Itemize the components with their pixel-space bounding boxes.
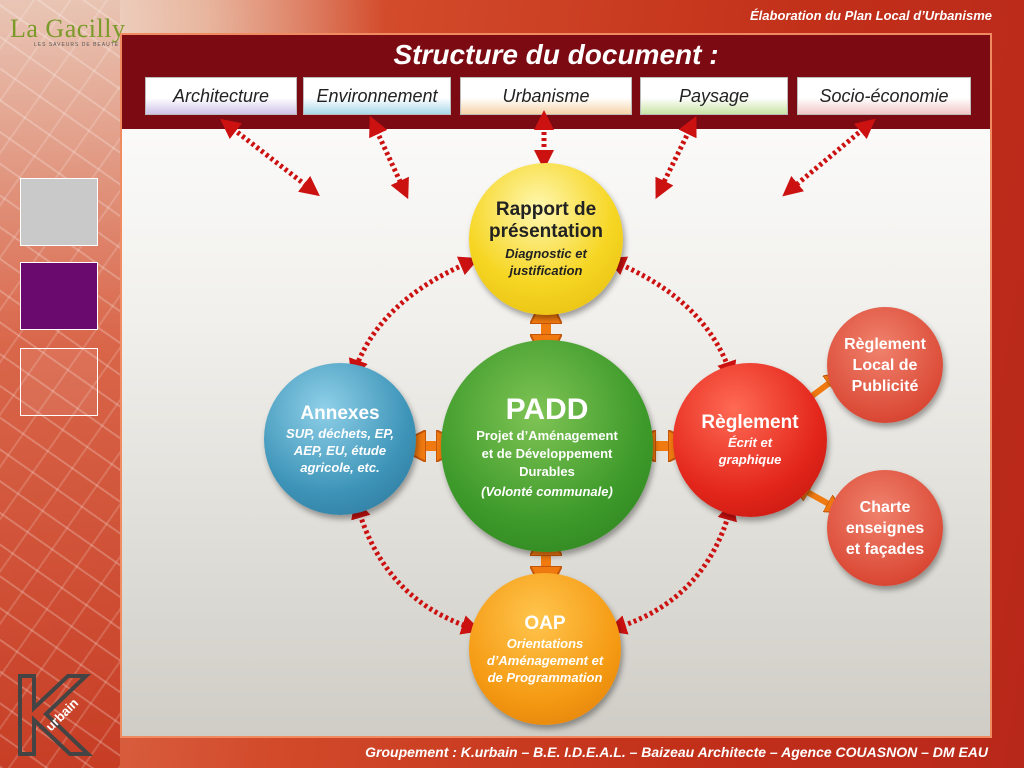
- logo-tagline: LES SAVEURS DE BEAUTÉ DE BRETAGNE: [34, 42, 168, 48]
- node-charte-enseignes: Charte enseignes et façades: [827, 470, 943, 586]
- padd-note: (Volonté communale): [481, 483, 613, 499]
- rapport-title: Rapport de présentation: [488, 199, 604, 242]
- padd-line1: Projet d’Aménagement: [476, 427, 618, 443]
- oap-subtitle: Orientations d’Aménagement et de Program…: [486, 635, 604, 685]
- node-reglement-local-publicite: Règlement Local de Publicité: [827, 307, 943, 423]
- category-environnement: Environnement: [303, 77, 451, 115]
- node-reglement: Règlement Écrit et graphique: [673, 363, 827, 517]
- annexes-title: Annexes: [300, 402, 380, 424]
- padd-title: PADD: [505, 392, 589, 426]
- nav-square-gray[interactable]: [20, 178, 98, 246]
- annexes-subtitle: SUP, déchets, EP, AEP, EU, étude agricol…: [286, 425, 394, 475]
- title-bar: Structure du document : Architecture Env…: [122, 35, 990, 129]
- footer-credits: Groupement : K.urbain – B.E. I.D.E.A.L. …: [365, 744, 988, 760]
- node-rapport-presentation: Rapport de présentation Diagnostic et ju…: [469, 163, 623, 315]
- nav-square-empty[interactable]: [20, 348, 98, 416]
- arc-rapport-annexes: [348, 256, 480, 380]
- oap-title: OAP: [524, 612, 566, 634]
- arrow-environnement: [369, 115, 409, 200]
- document-header-title: Élaboration du Plan Local d’Urbanisme: [750, 8, 992, 23]
- padd-line2: et de Développement: [481, 445, 613, 461]
- nav-square-purple[interactable]: [20, 262, 98, 330]
- reglement-subtitle: Écrit et graphique: [718, 435, 782, 467]
- la-gacilly-logo: La Gacilly: [10, 14, 126, 43]
- node-padd: PADD Projet d’Aménagement et de Développ…: [441, 340, 653, 552]
- arrow-paysage: [655, 116, 697, 199]
- category-paysage: Paysage: [640, 77, 788, 115]
- category-architecture: Architecture: [145, 77, 297, 115]
- arc-reglement-oap: [606, 500, 737, 635]
- node-annexes: Annexes SUP, déchets, EP, AEP, EU, étude…: [264, 363, 416, 515]
- category-urbanisme: Urbanisme: [460, 77, 632, 115]
- arrow-socio-economie: [782, 118, 876, 197]
- arrow-architecture: [220, 118, 320, 197]
- node-oap: OAP Orientations d’Aménagement et de Pro…: [469, 573, 621, 725]
- padd-line3: Durables: [519, 463, 575, 479]
- rlp-title: Règlement Local de Publicité: [844, 335, 926, 395]
- kurbain-logo-mark: urbain: [18, 674, 93, 756]
- arc-rapport-reglement: [605, 256, 737, 382]
- reglement-title: Règlement: [701, 412, 799, 433]
- main-title: Structure du document :: [393, 39, 719, 70]
- category-socio-economie: Socio-économie: [797, 77, 971, 115]
- rapport-subtitle: Diagnostic et justification: [505, 246, 587, 278]
- arc-annexes-oap: [351, 498, 482, 635]
- charte-title: Charte enseignes et façades: [845, 498, 925, 558]
